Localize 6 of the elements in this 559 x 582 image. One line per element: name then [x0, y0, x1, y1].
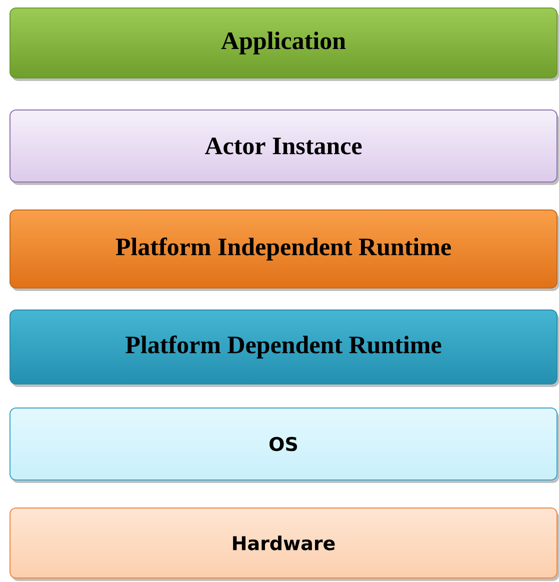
layer-box: Platform Dependent Runtime [10, 310, 559, 387]
layer-box: Actor Instance [10, 110, 559, 185]
layer-box: Application [10, 8, 559, 81]
layer-box: Hardware [10, 508, 559, 581]
layer-box: OS [10, 408, 559, 483]
layer-box: Platform Independent Runtime [10, 210, 559, 291]
